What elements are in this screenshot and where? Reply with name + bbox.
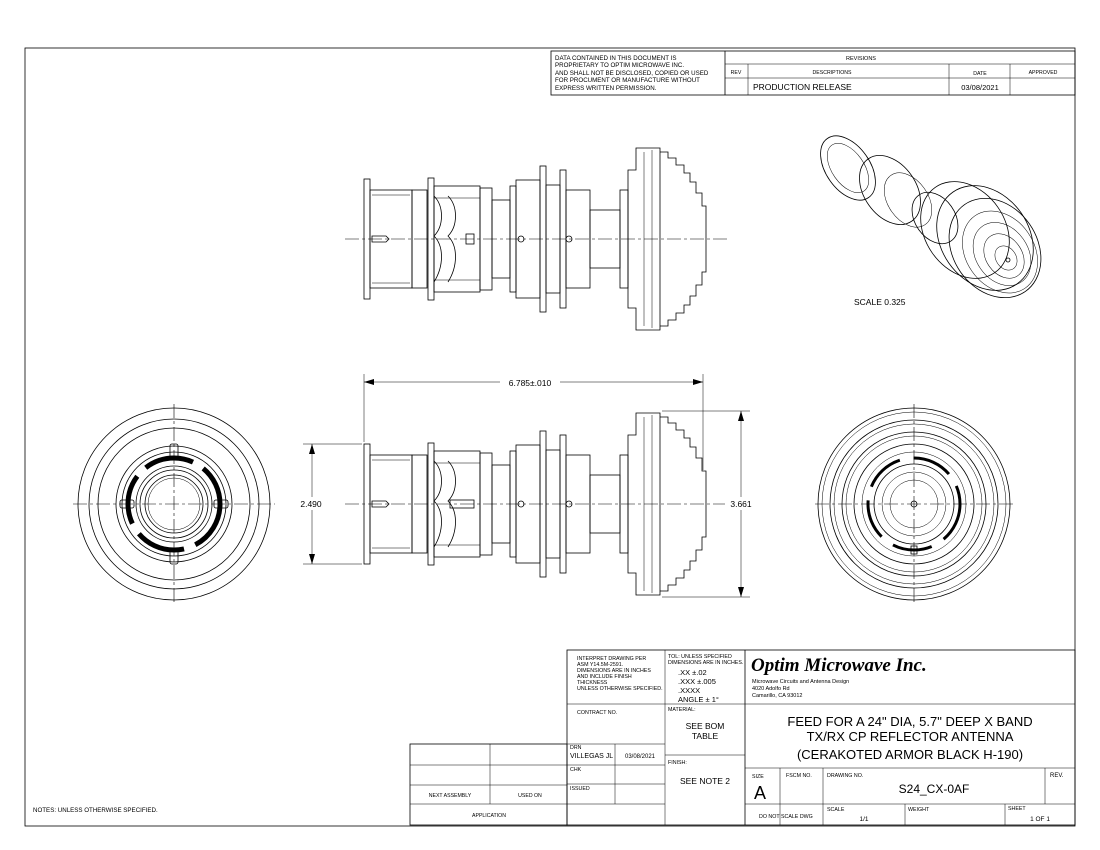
isometric-view: SCALE 0.325	[820, 135, 1042, 307]
side-view-top	[345, 147, 728, 331]
finish-value: SEE NOTE 2	[680, 776, 730, 786]
revision-description: PRODUCTION RELEASE	[753, 82, 852, 92]
weight-label: WEIGHT	[908, 807, 930, 813]
descriptions-header: DESCRIPTIONS	[813, 70, 852, 76]
tol-xxxx: .XXXX	[678, 686, 700, 695]
chk-label: CHK	[570, 767, 582, 773]
sheet-value: 1 OF 1	[1030, 816, 1050, 823]
side-view-bottom: 6.785±.010 2.490 3.661	[296, 374, 757, 598]
drn-date: 03/08/2021	[625, 754, 656, 760]
scale-value: 1/1	[859, 816, 868, 823]
approved-header: APPROVED	[1029, 70, 1058, 76]
drawing-no-label: DRAWING NO.	[827, 773, 863, 779]
company-line-2: 4020 Adolfo Rd	[752, 686, 790, 692]
revision-date: 03/08/2021	[961, 83, 999, 92]
dish-height-dimension: 3.661	[730, 499, 752, 509]
drn-label: DRN	[570, 745, 582, 751]
title-block: NEXT ASSEMBLY USED ON APPLICATION INTERP…	[409, 649, 1076, 826]
flange-height-dimension: 2.490	[300, 499, 322, 509]
iso-scale-label: SCALE 0.325	[854, 297, 906, 307]
tol-angle: ANGLE ± 1°	[678, 695, 719, 704]
tol-xx: .XX ±.02	[678, 668, 707, 677]
interpret-line-3: DIMENSIONS ARE IN INCHES	[577, 668, 651, 674]
proprietary-line-2: PROPRIETARY TO OPTIM MICROWAVE INC.	[555, 62, 684, 69]
finish-label: FINISH:	[668, 760, 687, 766]
notes-text: NOTES: UNLESS OTHERWISE SPECIFIED.	[33, 807, 158, 814]
end-view-left	[73, 404, 275, 604]
material-value-2: TABLE	[692, 731, 719, 741]
interpret-line-1: INTERPRET DRAWING PER	[577, 656, 646, 662]
next-assembly-label: NEXT ASSEMBLY	[429, 793, 472, 799]
interpret-line-5: THICKNESS	[577, 680, 608, 686]
sheet-label: SHEET	[1008, 806, 1026, 812]
drn-name: VILLEGAS JL	[570, 753, 613, 760]
interpret-line-2: ASM Y14.5M-2591.	[577, 662, 623, 668]
revisions-title: REVISIONS	[846, 56, 876, 62]
title-line-1: FEED FOR A 24" DIA, 5.7" DEEP X BAND	[787, 714, 1032, 729]
title-line-2: TX/RX CP REFLECTOR ANTENNA	[807, 729, 1014, 744]
fscm-label: FSCM NO.	[786, 773, 812, 779]
proprietary-line-1: DATA CONTAINED IN THIS DOCUMENT IS	[555, 55, 676, 62]
rev-header: REV	[731, 70, 742, 76]
material-label: MATERIAL:	[668, 707, 696, 713]
date-header: DATE	[973, 71, 987, 77]
drawing-no: S24_CX-0AF	[899, 782, 970, 796]
company-line-1: Microwave Circuits and Antenna Design	[752, 679, 849, 685]
size-label: SIZE	[752, 774, 764, 780]
application-label: APPLICATION	[472, 813, 506, 819]
size-value: A	[754, 783, 766, 803]
proprietary-line-4: FOR PROCUMENT OR MANUFACTURE WITHOUT	[555, 77, 700, 84]
sheet-border	[24, 47, 1076, 827]
interpret-line-6: UNLESS OTHERWISE SPECIFIED.	[577, 686, 663, 692]
company-line-3: Camarillo, CA 93012	[752, 693, 802, 699]
issued-label: ISSUED	[570, 786, 590, 792]
interpret-line-4: AND INCLUDE FINISH	[577, 674, 632, 680]
title-line-3: (CERAKOTED ARMOR BLACK H-190)	[797, 747, 1023, 762]
tol-line-2: DIMENSIONS ARE IN INCHES.	[668, 660, 743, 666]
tol-xxx: .XXX ±.005	[678, 677, 716, 686]
material-value-1: SEE BOM	[686, 721, 725, 731]
used-on-label: USED ON	[518, 793, 542, 799]
proprietary-line-3: AND SHALL NOT BE DISCLOSED, COPIED OR US…	[555, 70, 709, 77]
end-view-right	[815, 404, 1015, 604]
proprietary-line-5: EXPRESS WRITTEN PERMISSION.	[555, 85, 657, 92]
company-name: Optim Microwave Inc.	[751, 655, 927, 676]
rev-label: REV.	[1050, 773, 1064, 779]
revision-block: DATA CONTAINED IN THIS DOCUMENT IS PROPR…	[550, 50, 1076, 96]
scale-label: SCALE	[827, 807, 845, 813]
contract-no-label: CONTRACT NO.	[577, 710, 617, 716]
do-not-scale: DO NOT SCALE DWG	[759, 814, 813, 820]
tol-line-1: TOL: UNLESS SPECIFIED	[668, 654, 732, 660]
length-dimension: 6.785±.010	[509, 378, 552, 388]
